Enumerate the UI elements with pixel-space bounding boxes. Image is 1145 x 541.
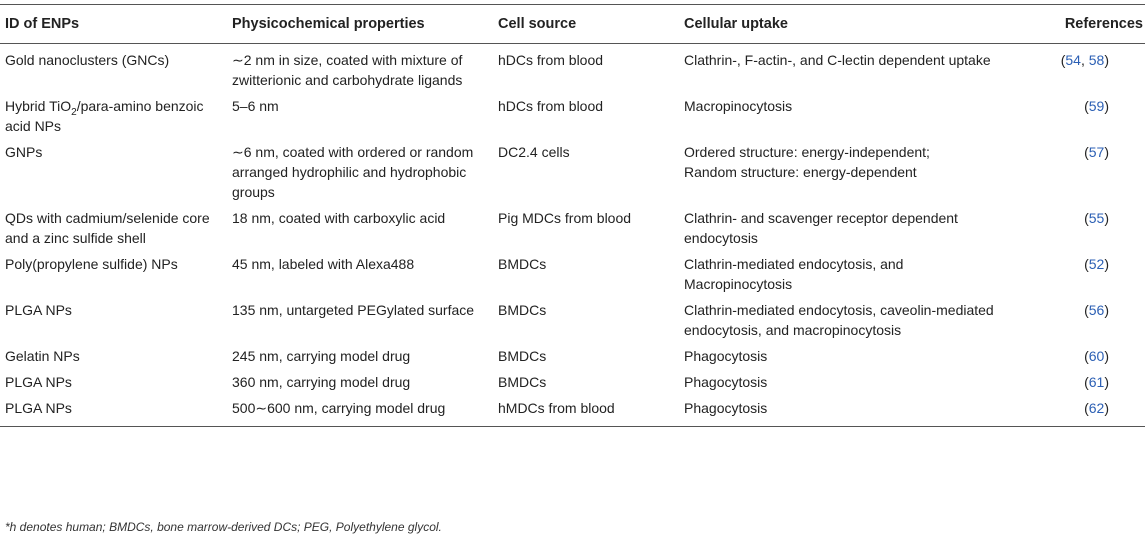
ref-close: ) — [1104, 98, 1109, 114]
reference-link[interactable]: 61 — [1088, 374, 1105, 390]
cell-id: Poly(propylene sulfide) NPs — [5, 256, 178, 272]
table-row: PLGA NPs 135 nm, untargeted PEGylated su… — [0, 298, 1145, 344]
table-row: GNPs ∼6 nm, coated with ordered or rando… — [0, 140, 1145, 206]
ref-close: ) — [1104, 256, 1109, 272]
cell-uptake: Phagocytosis — [684, 400, 768, 416]
ref-close: ) — [1104, 144, 1109, 160]
ref-close: ) — [1104, 348, 1109, 364]
ref-close: ) — [1104, 302, 1109, 318]
cell-id: PLGA NPs — [5, 374, 72, 390]
cell-references: (59) — [1021, 94, 1145, 140]
cell-uptake: Phagocytosis — [684, 348, 768, 364]
cell-id: QDs with cadmium/selenide core and a zin… — [5, 210, 210, 246]
cell-properties: 135 nm, untargeted PEGylated surface — [232, 302, 475, 318]
cell-cell-source: BMDCs — [498, 374, 547, 390]
cell-properties: ∼6 nm, coated with ordered or random arr… — [232, 144, 474, 200]
enp-table-container: ID of ENPs Physicochemical properties Ce… — [0, 4, 1145, 427]
cell-id: Gold nanoclusters (GNCs) — [5, 52, 170, 68]
cell-id: Gelatin NPs — [5, 348, 80, 364]
cell-id-part: /para-amino benzoic acid NPs — [5, 98, 204, 134]
table-body: Gold nanoclusters (GNCs) ∼2 nm in size, … — [0, 44, 1145, 427]
cell-references: (57) — [1021, 140, 1145, 206]
cell-properties: ∼2 nm in size, coated with mixture of zw… — [232, 52, 463, 88]
ref-close: ) — [1104, 210, 1109, 226]
cell-uptake: Clathrin-mediated endocytosis, and Macro… — [684, 256, 904, 292]
cell-uptake: Macropinocytosis — [684, 98, 793, 114]
cell-cell-source: Pig MDCs from blood — [498, 210, 632, 226]
ref-open: ( — [1084, 256, 1089, 272]
ref-open: ( — [1084, 348, 1089, 364]
cell-uptake: Clathrin-mediated endocytosis, caveolin-… — [684, 302, 994, 338]
ref-close: ) — [1104, 374, 1109, 390]
cell-properties: 245 nm, carrying model drug — [232, 348, 411, 364]
reference-link[interactable]: 57 — [1088, 144, 1105, 160]
cell-properties: 5–6 nm — [232, 98, 279, 114]
header-properties: Physicochemical properties — [232, 16, 425, 32]
cell-id: PLGA NPs — [5, 302, 72, 318]
cell-uptake: Clathrin- and scavenger receptor depende… — [684, 210, 958, 246]
ref-open: ( — [1084, 144, 1089, 160]
cell-properties: 45 nm, labeled with Alexa488 — [232, 256, 415, 272]
cell-uptake: Ordered structure: energy-independent; Ra… — [678, 140, 1021, 206]
reference-link[interactable]: 59 — [1088, 98, 1105, 114]
cell-cell-source: BMDCs — [498, 302, 547, 318]
table-row: PLGA NPs 360 nm, carrying model drug BMD… — [0, 370, 1145, 396]
cell-properties: 360 nm, carrying model drug — [232, 374, 411, 390]
reference-link[interactable]: 54 — [1065, 52, 1081, 68]
cell-id-part: Hybrid TiO — [5, 98, 72, 114]
table-row: Gelatin NPs 245 nm, carrying model drug … — [0, 344, 1145, 370]
ref-open: ( — [1084, 400, 1089, 416]
cell-cell-source: hMDCs from blood — [498, 400, 615, 416]
ref-open: ( — [1084, 98, 1089, 114]
reference-link[interactable]: 62 — [1088, 400, 1105, 416]
ref-open: ( — [1084, 302, 1089, 318]
ref-close: ) — [1104, 52, 1109, 68]
header-id: ID of ENPs — [5, 16, 80, 32]
cell-id: PLGA NPs — [5, 400, 72, 416]
ref-open: ( — [1060, 52, 1066, 68]
cell-id: GNPs — [5, 144, 43, 160]
cell-references: (56) — [1021, 298, 1145, 344]
ref-open: ( — [1084, 374, 1089, 390]
uptake-line: Random structure: energy-dependent — [684, 164, 917, 180]
reference-link[interactable]: 58 — [1088, 52, 1105, 68]
table-row: Poly(propylene sulfide) NPs 45 nm, label… — [0, 252, 1145, 298]
cell-references: (54, 58) — [1060, 52, 1109, 68]
table-row: Gold nanoclusters (GNCs) ∼2 nm in size, … — [0, 44, 1145, 95]
cell-id: Hybrid TiO2/para-amino benzoic acid NPs — [0, 94, 226, 140]
cell-references: (55) — [1021, 206, 1145, 252]
ref-close: ) — [1104, 400, 1109, 416]
enp-uptake-table: ID of ENPs Physicochemical properties Ce… — [0, 4, 1145, 427]
header-uptake: Cellular uptake — [684, 16, 788, 32]
cell-properties: 500∼600 nm, carrying model drug — [232, 400, 446, 416]
cell-cell-source: DC2.4 cells — [498, 144, 570, 160]
header-row: ID of ENPs Physicochemical properties Ce… — [0, 4, 1145, 44]
table-header: ID of ENPs Physicochemical properties Ce… — [0, 4, 1145, 44]
header-references: References — [1064, 16, 1143, 32]
cell-cell-source: BMDCs — [498, 348, 547, 364]
table-row: PLGA NPs 500∼600 nm, carrying model drug… — [0, 396, 1145, 427]
ref-open: ( — [1084, 210, 1089, 226]
cell-references: (62) — [1021, 396, 1145, 427]
cell-cell-source: BMDCs — [498, 256, 547, 272]
subscript: 2 — [71, 106, 77, 118]
cell-properties: 18 nm, coated with carboxylic acid — [232, 210, 446, 226]
cell-references: (61) — [1021, 370, 1145, 396]
table-footnote: *h denotes human; BMDCs, bone marrow-der… — [5, 520, 442, 534]
reference-link[interactable]: 56 — [1088, 302, 1105, 318]
cell-cell-source: hDCs from blood — [498, 52, 604, 68]
table-row: QDs with cadmium/selenide core and a zin… — [0, 206, 1145, 252]
cell-uptake: Phagocytosis — [684, 374, 768, 390]
uptake-line: Ordered structure: energy-independent; — [684, 144, 930, 160]
cell-uptake: Clathrin-, F-actin-, and C-lectin depend… — [684, 52, 991, 68]
cell-cell-source: hDCs from blood — [498, 98, 604, 114]
cell-references: (60) — [1021, 344, 1145, 370]
reference-link[interactable]: 52 — [1088, 256, 1105, 272]
cell-references: (52) — [1021, 252, 1145, 298]
reference-link[interactable]: 60 — [1088, 348, 1105, 364]
header-cell-source: Cell source — [498, 16, 577, 32]
table-row: Hybrid TiO2/para-amino benzoic acid NPs … — [0, 94, 1145, 140]
reference-link[interactable]: 55 — [1088, 210, 1105, 226]
